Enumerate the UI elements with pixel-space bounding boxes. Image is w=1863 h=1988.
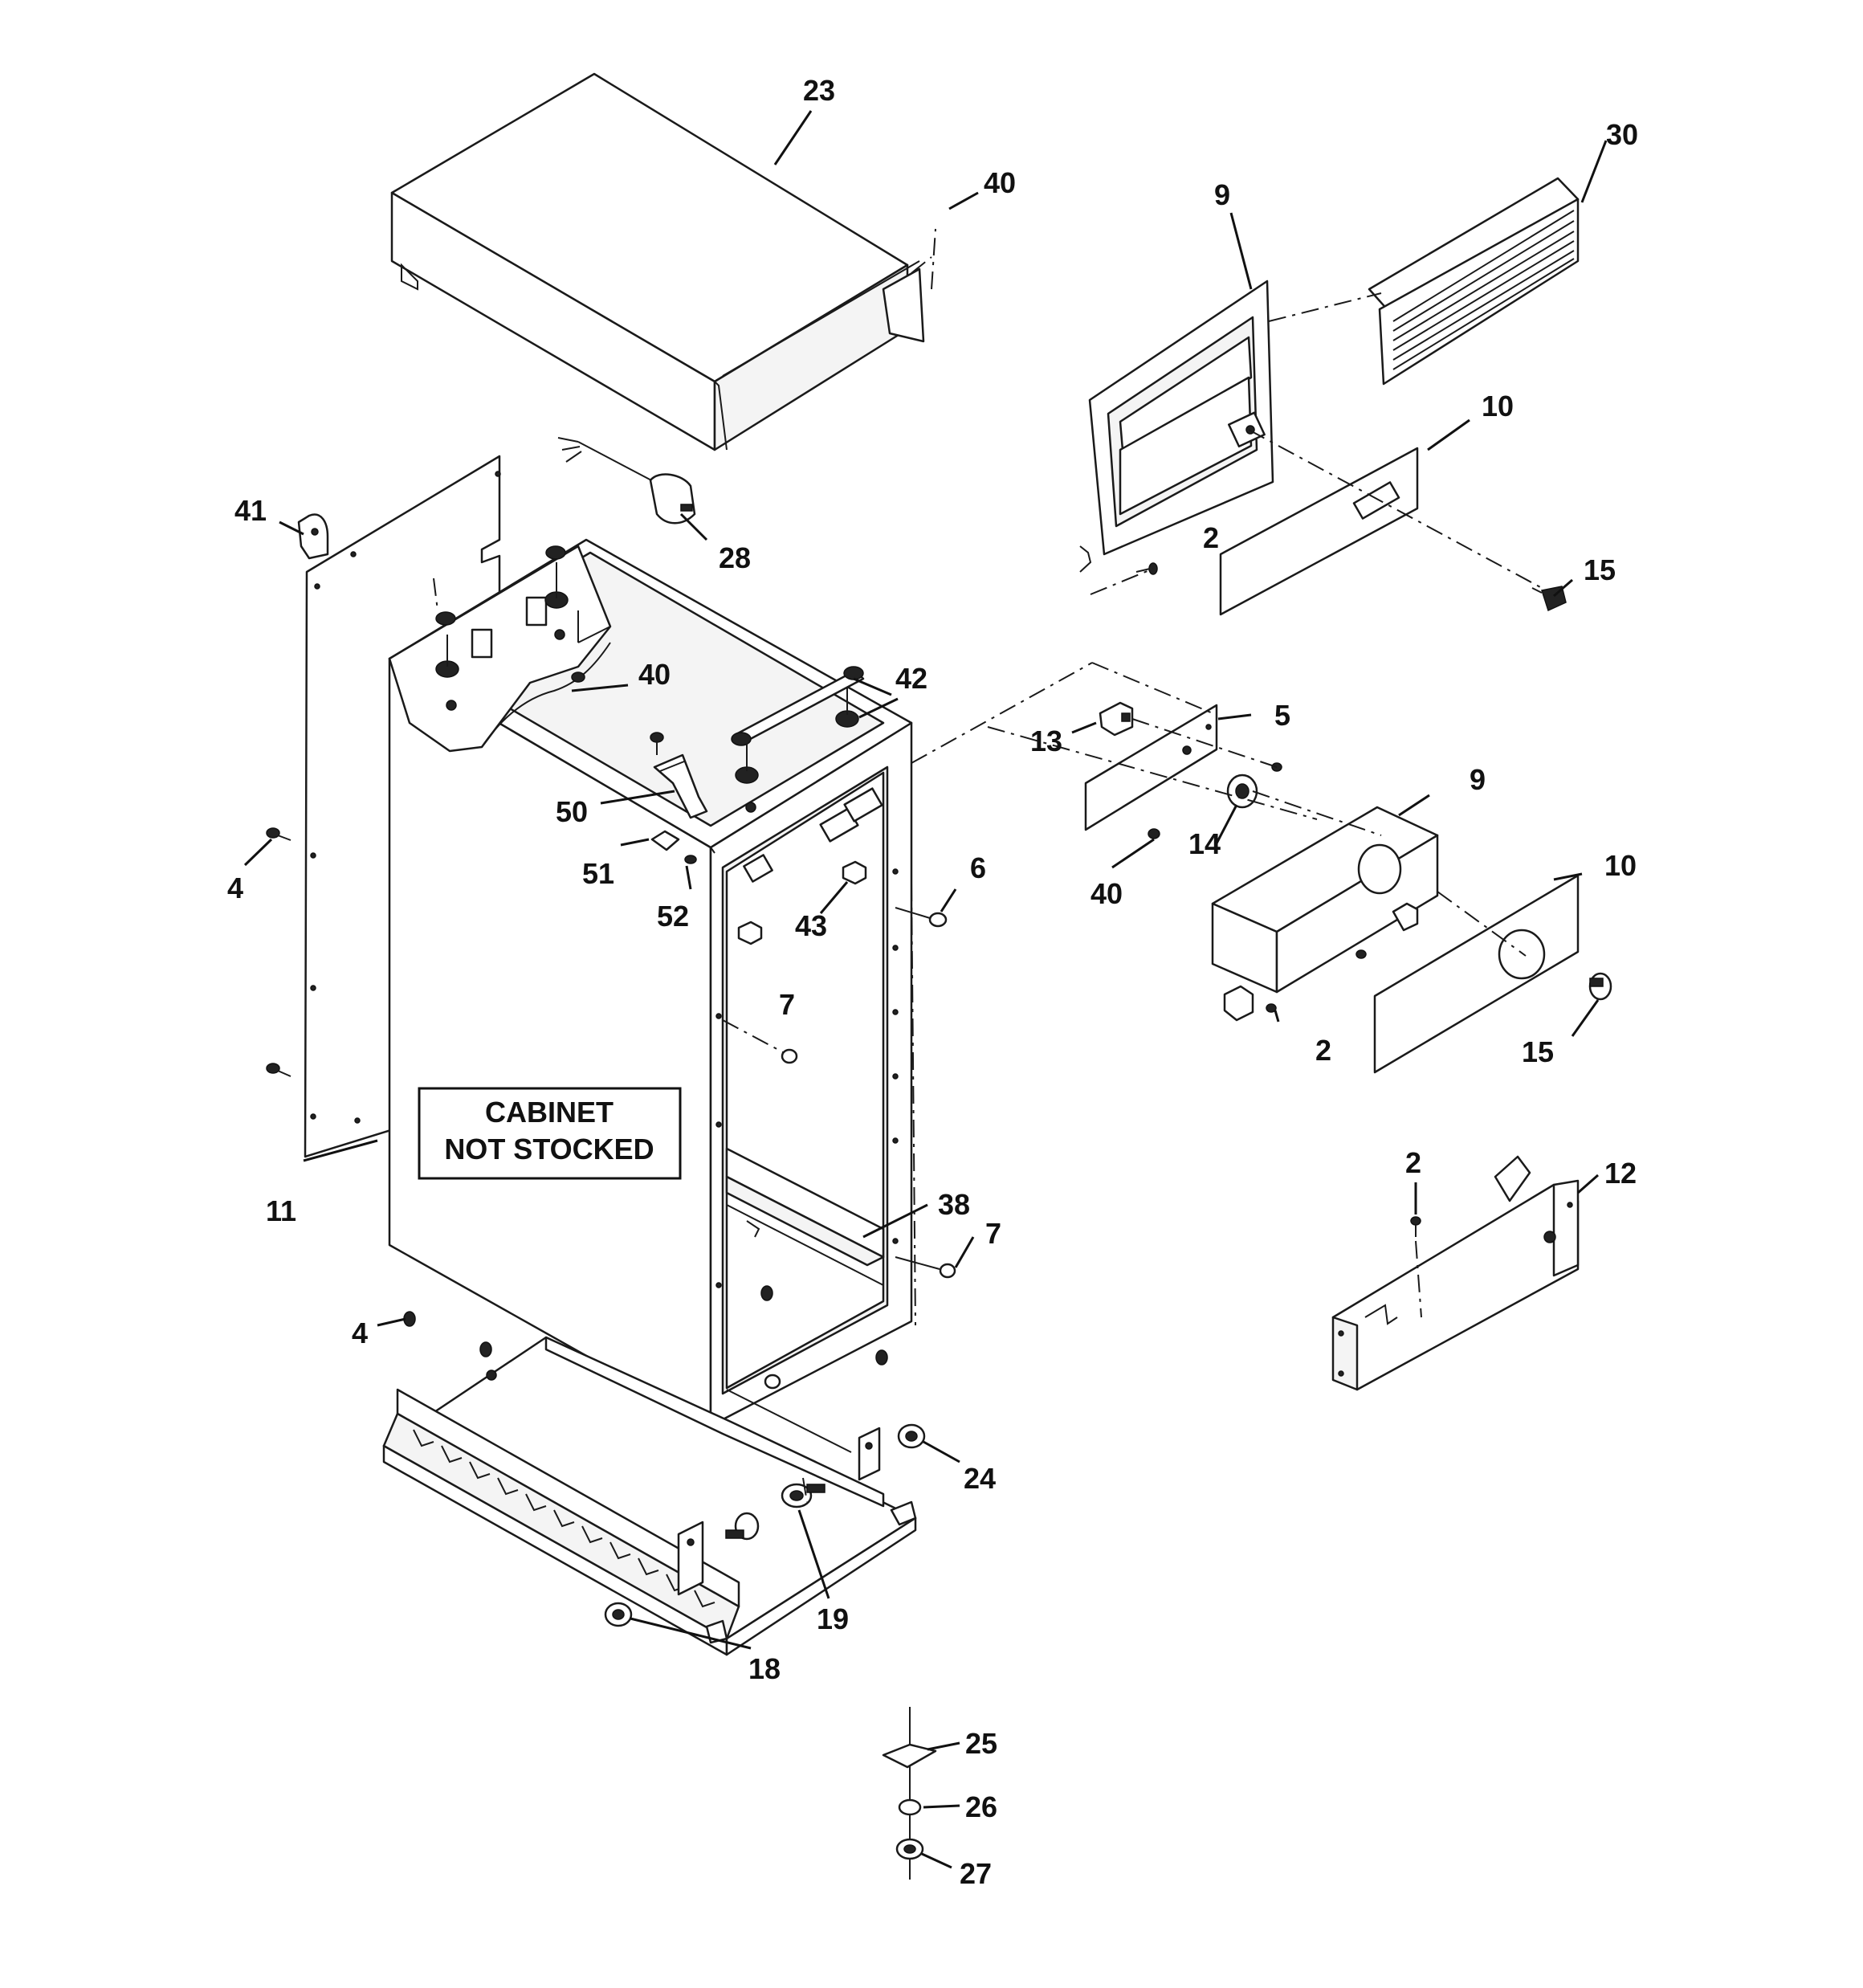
- callout-27: 27: [960, 1857, 992, 1890]
- screw-2-bracket-part: [1410, 1216, 1421, 1237]
- screw-40-cabinet-part: [571, 672, 664, 755]
- note-line-1: CABINET: [485, 1096, 614, 1129]
- callout-30: 30: [1606, 118, 1638, 151]
- callout-9-lower: 9: [1470, 763, 1486, 796]
- callout-18: 18: [748, 1652, 781, 1685]
- power-cord-part: [557, 437, 696, 525]
- knob-15-part: [1531, 586, 1567, 612]
- callout-6: 6: [970, 851, 986, 884]
- callout-51: 51: [582, 857, 614, 890]
- bracket-41-part: [297, 513, 329, 560]
- callout-40-top: 40: [984, 166, 1016, 199]
- callout-7-upper: 7: [779, 988, 795, 1021]
- screw-6-part: [895, 907, 948, 928]
- screw-2-upper-part: [1135, 562, 1158, 575]
- label-panel-10-part: [1219, 447, 1419, 616]
- callout-numbers: 23 40 30 9 10 41 28 2 15 40 42 5 13 9 50…: [227, 74, 1638, 1890]
- top-cover-part: [390, 72, 925, 451]
- callout-40-cabinet: 40: [638, 658, 671, 691]
- callout-52: 52: [657, 900, 689, 933]
- foot-18-part: [604, 1602, 633, 1627]
- callout-10-lower: 10: [1604, 849, 1637, 882]
- label-panel-10-lower-part: [1373, 874, 1580, 1074]
- callout-25: 25: [965, 1727, 997, 1760]
- callout-7-lower: 7: [985, 1217, 1001, 1250]
- callout-9-upper: 9: [1214, 178, 1230, 211]
- callout-15-upper: 15: [1584, 553, 1616, 586]
- switch-13-part: [1099, 701, 1134, 737]
- screw-2-lower-part: [1266, 949, 1367, 1013]
- callout-13: 13: [1030, 725, 1062, 757]
- foot-19-part: [725, 1483, 826, 1541]
- callout-11: 11: [266, 1194, 296, 1227]
- callout-12: 12: [1604, 1157, 1637, 1190]
- screw-7-part: [722, 1019, 956, 1390]
- callout-5: 5: [1274, 699, 1290, 732]
- callout-26: 26: [965, 1790, 997, 1823]
- callout-28: 28: [719, 541, 751, 574]
- upper-frame-9-part: [1079, 280, 1274, 573]
- callout-38: 38: [938, 1188, 970, 1221]
- clip-51-part: [650, 830, 680, 851]
- bracket-50-part: [653, 753, 708, 819]
- assembly-lines: [433, 228, 1543, 1503]
- callout-14: 14: [1188, 827, 1221, 860]
- callout-41: 41: [234, 494, 267, 527]
- callout-2-upper: 2: [1203, 521, 1219, 554]
- cabinet-note: CABINET NOT STOCKED: [418, 1087, 682, 1180]
- callout-23: 23: [803, 74, 835, 107]
- callout-40-right: 40: [1090, 877, 1123, 910]
- grille-30-part: [1368, 177, 1580, 386]
- callout-42: 42: [895, 662, 927, 695]
- cabinet-frame-part: [388, 538, 913, 1453]
- callout-2-lower: 2: [1315, 1034, 1331, 1067]
- leveler-assembly-part: [882, 1707, 937, 1880]
- control-panel-9-part: [1211, 806, 1439, 1022]
- callout-50: 50: [556, 795, 588, 828]
- callout-15-lower: 15: [1522, 1035, 1554, 1068]
- callout-leaders: [243, 110, 1608, 1869]
- foot-24-part: [897, 1423, 926, 1449]
- grommet-14-part: [1226, 774, 1258, 809]
- callout-4-side: 4: [227, 872, 243, 904]
- screw-52-part: [684, 855, 697, 864]
- callout-2-bracket: 2: [1405, 1146, 1421, 1179]
- base-part: [382, 1336, 917, 1656]
- callout-10-upper: 10: [1482, 390, 1514, 423]
- nut-43-part: [737, 860, 867, 945]
- callout-4-bottom: 4: [352, 1316, 368, 1349]
- knob-15-lower-part: [1588, 972, 1612, 1001]
- note-line-2: NOT STOCKED: [444, 1133, 654, 1165]
- bracket-12-part: [1331, 1155, 1580, 1391]
- callout-19: 19: [817, 1602, 849, 1635]
- callout-43: 43: [795, 909, 827, 942]
- callout-24: 24: [964, 1462, 996, 1495]
- switch-bracket-5-part: [1084, 704, 1218, 831]
- screw-4-part: [266, 827, 291, 1077]
